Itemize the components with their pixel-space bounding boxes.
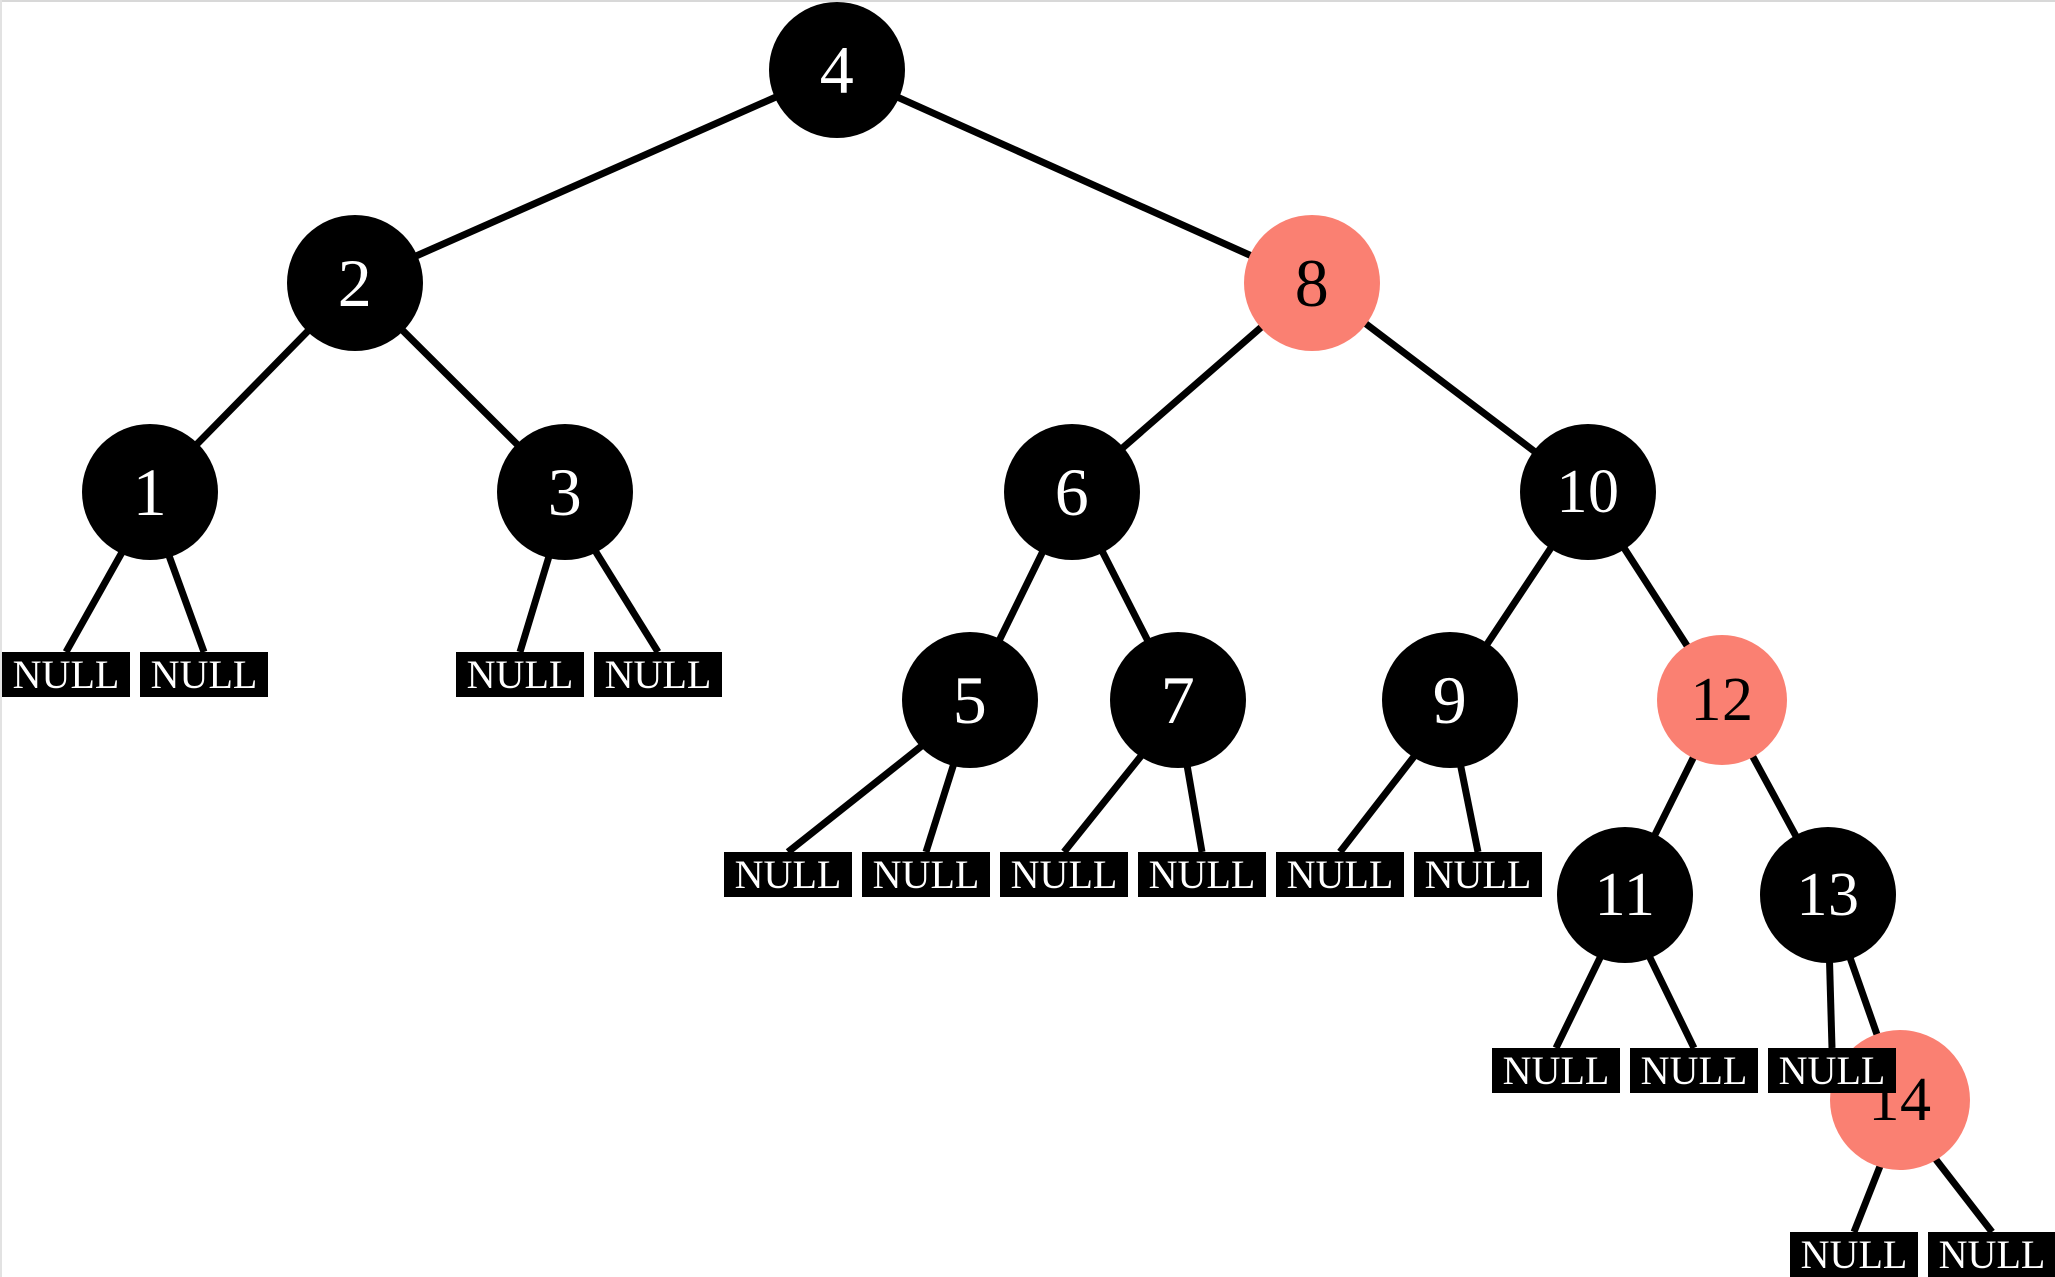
- tree-edge: [893, 92, 1256, 261]
- tree-edge: [1117, 322, 1267, 453]
- nil-leaf: NULL: [456, 652, 584, 697]
- tree-edge: [1097, 547, 1153, 645]
- tree-edge: [1650, 753, 1698, 840]
- tree-node-label: 11: [1594, 861, 1656, 929]
- tree-edge: [192, 326, 313, 449]
- tree-edge: [591, 547, 661, 654]
- nil-leaf-label: NULL: [1778, 1047, 1886, 1093]
- tree-node-12[interactable]: 12: [1657, 635, 1787, 765]
- top-border-line: [0, 0, 2055, 2]
- nil-leaf: NULL: [1928, 1232, 2055, 1277]
- tree-node-8[interactable]: 8: [1244, 215, 1380, 351]
- nil-leaf-label: NULL: [1286, 851, 1394, 897]
- tree-edge: [516, 553, 554, 654]
- tree-node-3[interactable]: 3: [497, 424, 633, 560]
- tree-edge: [1930, 1154, 1995, 1235]
- tree-node-label: 12: [1690, 666, 1754, 734]
- tree-node-label: 4: [819, 32, 855, 108]
- tree-edge: [1645, 953, 1698, 1050]
- nil-leaf-label: NULL: [150, 651, 258, 697]
- tree-edge: [1337, 751, 1419, 855]
- tree-node-label: 10: [1556, 458, 1620, 526]
- tree-edge: [1552, 953, 1605, 1050]
- tree-edge: [1825, 958, 1836, 1049]
- tree-node-label: 5: [952, 662, 988, 738]
- tree-edge: [785, 741, 926, 855]
- tree-node-13[interactable]: 13: [1760, 827, 1896, 963]
- tree-edge: [1183, 762, 1206, 853]
- nil-leaf-label: NULL: [1640, 1047, 1748, 1093]
- tree-node-11[interactable]: 11: [1557, 827, 1693, 963]
- nil-leaf-label: NULL: [1148, 851, 1256, 897]
- nil-leaf: NULL: [1768, 1048, 1896, 1093]
- nil-leaf-label: NULL: [1938, 1231, 2046, 1277]
- tree-edge: [1619, 543, 1692, 651]
- nil-leaf: NULL: [1790, 1232, 1918, 1277]
- tree-node-9[interactable]: 9: [1382, 632, 1518, 768]
- left-border-line: [0, 0, 2, 1277]
- nil-leaf: NULL: [1630, 1048, 1758, 1093]
- tree-node-7[interactable]: 7: [1110, 632, 1246, 768]
- tree-edge: [62, 548, 127, 654]
- tree-node-5[interactable]: 5: [902, 632, 1038, 768]
- tree-edge: [1061, 751, 1146, 855]
- tree-edge: [164, 552, 208, 654]
- tree-edge: [1845, 954, 1882, 1039]
- nil-leaf: NULL: [1138, 852, 1266, 897]
- tree-edge: [1456, 762, 1482, 853]
- nil-leaf: NULL: [140, 652, 268, 697]
- nil-leaf: NULL: [2, 652, 130, 697]
- nil-leaf: NULL: [1492, 1048, 1620, 1093]
- nil-leaf-label: NULL: [734, 851, 842, 897]
- nil-leaf: NULL: [724, 852, 852, 897]
- tree-node-2[interactable]: 2: [287, 215, 423, 351]
- tree-node-10[interactable]: 10: [1520, 424, 1656, 560]
- tree-node-label: 9: [1432, 662, 1468, 738]
- nil-leaf: NULL: [862, 852, 990, 897]
- tree-node-label: 8: [1294, 245, 1330, 321]
- nil-leaf: NULL: [1000, 852, 1128, 897]
- nil-leaf: NULL: [594, 652, 722, 697]
- nil-leaf-label: NULL: [604, 651, 712, 697]
- tree-edge: [1748, 751, 1801, 841]
- tree-node-label: 2: [337, 245, 373, 321]
- tree-edge: [995, 547, 1047, 645]
- nil-leaf-label: NULL: [466, 651, 574, 697]
- tree-edge: [412, 92, 780, 261]
- nil-leaf-label: NULL: [12, 651, 120, 697]
- tree-node-6[interactable]: 6: [1004, 424, 1140, 560]
- tree-edge: [1850, 1161, 1885, 1234]
- nil-leaf-label: NULL: [1800, 1231, 1908, 1277]
- tree-node-label: 3: [547, 454, 583, 530]
- tree-node-label: 7: [1160, 662, 1196, 738]
- nil-leaf: NULL: [1414, 852, 1542, 897]
- nil-leaf-label: NULL: [1424, 851, 1532, 897]
- tree-node-label: 1: [132, 454, 168, 530]
- tree-node-4[interactable]: 4: [769, 2, 905, 138]
- tree-edge: [1360, 318, 1540, 457]
- nil-leaf-label: NULL: [872, 851, 980, 897]
- nil-leaf: NULL: [1276, 852, 1404, 897]
- tree-node-label: 13: [1796, 861, 1860, 929]
- nil-leaf-label: NULL: [1502, 1047, 1610, 1093]
- tree-node-1[interactable]: 1: [82, 424, 218, 560]
- tree-node-label: 6: [1054, 454, 1090, 530]
- nil-leaf-label: NULL: [1010, 851, 1118, 897]
- tree-edge: [397, 325, 523, 450]
- tree-edge: [922, 761, 958, 854]
- tree-edge: [1482, 543, 1556, 649]
